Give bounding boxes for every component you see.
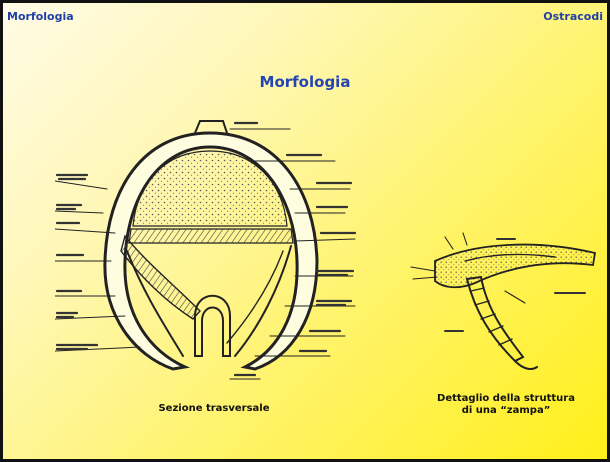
header-section-title: Morfologia [7, 10, 74, 23]
leg-body [435, 245, 595, 288]
leg-detail-caption-line2: di una “zampa” [411, 405, 601, 417]
header-topic: Ostracodi [543, 10, 603, 23]
central-arch [195, 296, 230, 356]
cross-section-caption: Sezione trasversale [139, 403, 289, 415]
cross-section-illustration [55, 111, 365, 396]
leg-detail-caption-line1: Dettaglio della struttura [411, 393, 601, 405]
leg-detail-illustration [405, 231, 605, 381]
left-mass [121, 236, 200, 319]
leg-detail-caption: Dettaglio della struttura di una “zampa” [411, 393, 601, 417]
mid-band [129, 229, 293, 243]
slide-title: Morfologia [3, 73, 607, 91]
